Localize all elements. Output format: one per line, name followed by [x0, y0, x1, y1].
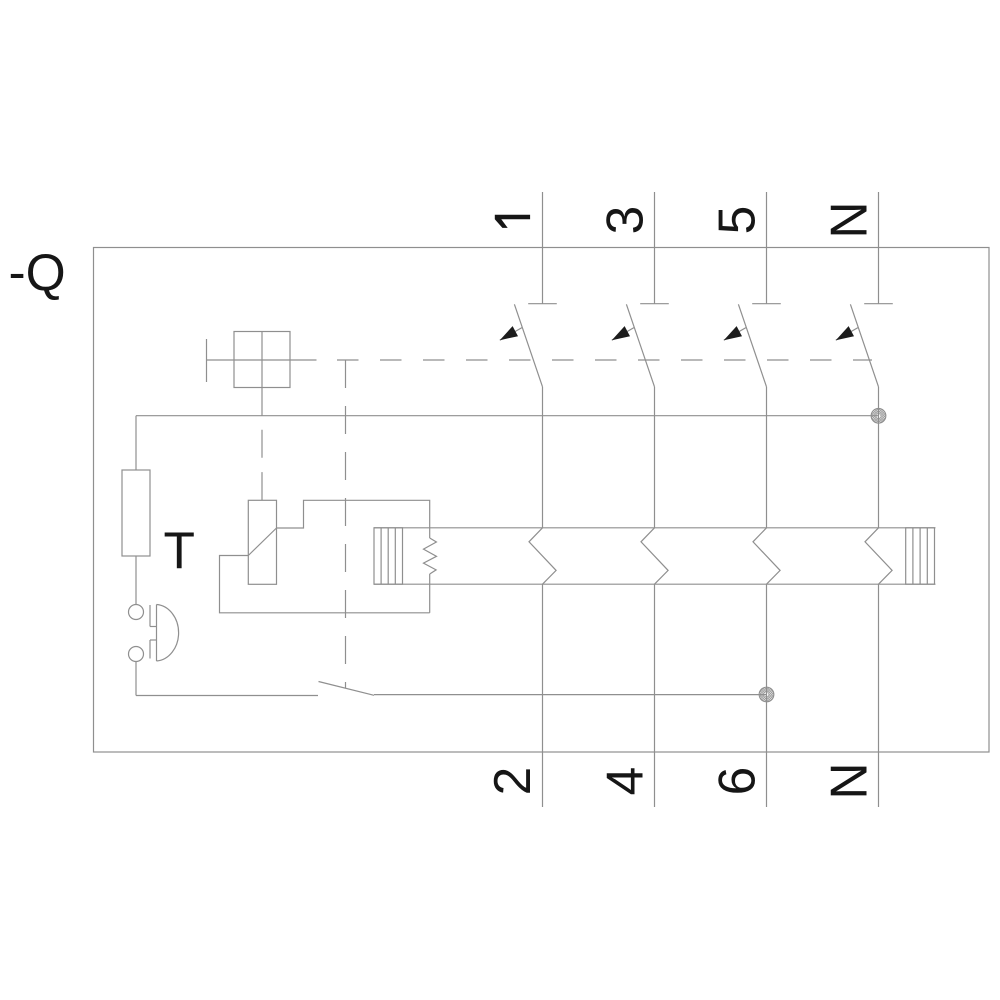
svg-text:2: 2 [483, 767, 541, 796]
svg-text:6: 6 [707, 767, 765, 796]
svg-text:N: N [819, 762, 877, 799]
svg-text:T: T [164, 521, 195, 579]
svg-text:-Q: -Q [9, 243, 66, 301]
svg-text:3: 3 [595, 206, 653, 235]
svg-text:N: N [819, 201, 877, 238]
svg-text:4: 4 [595, 767, 653, 796]
svg-text:5: 5 [707, 206, 765, 235]
